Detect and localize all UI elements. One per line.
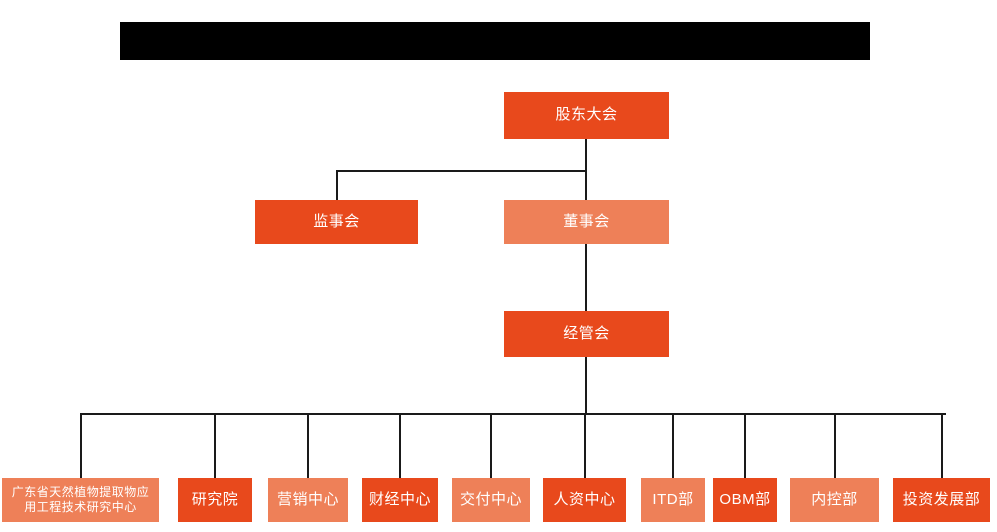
node-department[interactable]: ITD部 [641, 478, 705, 522]
connector-directors-down [585, 170, 587, 200]
node-department[interactable]: 研究院 [178, 478, 252, 522]
connector-level2-bus [336, 170, 587, 172]
node-label: 交付中心 [459, 490, 522, 508]
node-label: 广东省天然植物提取物应 用工程技术研究中心 [11, 485, 150, 514]
connector-management-down [585, 357, 587, 414]
node-department[interactable]: 营销中心 [268, 478, 348, 522]
node-label: 董事会 [563, 212, 610, 230]
node-label: ITD部 [652, 490, 694, 508]
node-label: OBM部 [719, 490, 771, 508]
node-management-committee[interactable]: 经管会 [504, 311, 669, 357]
node-shareholders-meeting[interactable]: 股东大会 [504, 92, 669, 139]
connector-department-drop [940, 415, 943, 478]
connector-department-drop [490, 415, 492, 478]
node-label: 投资发展部 [902, 490, 981, 508]
node-department[interactable]: 内控部 [790, 478, 879, 522]
node-department[interactable]: OBM部 [713, 478, 777, 522]
node-department[interactable]: 财经中心 [362, 478, 438, 522]
node-label: 股东大会 [555, 106, 618, 124]
redacted-title-bar [120, 22, 870, 60]
node-label: 监事会 [313, 212, 360, 230]
node-label: 营销中心 [276, 490, 339, 508]
node-department[interactable]: 投资发展部 [893, 478, 990, 522]
node-label: 内控部 [811, 490, 858, 508]
connector-department-bus [80, 413, 946, 415]
connector-department-drop [833, 415, 836, 478]
connector-directors-to-management [585, 244, 587, 311]
node-label: 财经中心 [368, 490, 431, 508]
node-board-of-supervisors[interactable]: 监事会 [255, 200, 418, 244]
node-label: 研究院 [191, 490, 239, 508]
node-label: 经管会 [563, 324, 610, 342]
node-department[interactable]: 人资中心 [543, 478, 626, 522]
connector-supervisors-down [336, 170, 338, 200]
connector-department-drop [399, 415, 401, 478]
connector-department-drop [79, 415, 82, 478]
connector-shareholders-down [585, 139, 587, 171]
connector-department-drop [583, 415, 586, 478]
connector-department-drop [214, 415, 216, 478]
node-department[interactable]: 交付中心 [452, 478, 530, 522]
node-board-of-directors[interactable]: 董事会 [504, 200, 669, 244]
node-department[interactable]: 广东省天然植物提取物应 用工程技术研究中心 [2, 478, 159, 522]
connector-department-drop [744, 415, 746, 478]
connector-department-drop [672, 415, 674, 478]
connector-department-drop [307, 415, 309, 478]
node-label: 人资中心 [553, 490, 616, 508]
